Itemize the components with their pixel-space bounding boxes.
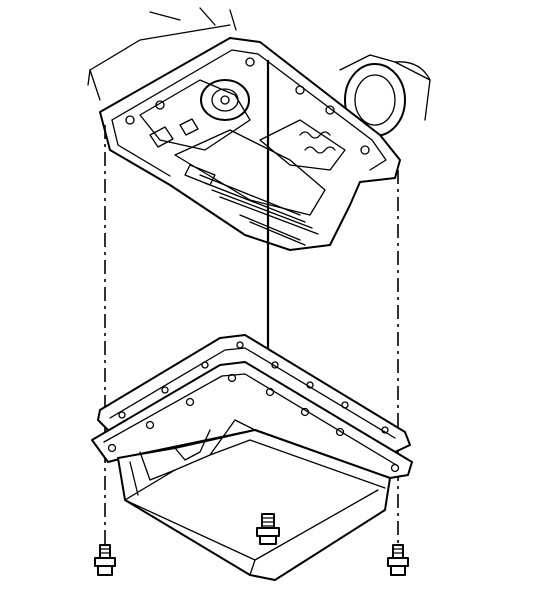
pan-bolt-left [94, 544, 116, 576]
pan-bolt-center [256, 513, 280, 545]
oil-pan [91, 361, 413, 581]
pan-body [117, 429, 391, 581]
pan-bolt-right [387, 544, 409, 576]
case-flange [99, 37, 401, 251]
transmission-case [87, 7, 431, 251]
